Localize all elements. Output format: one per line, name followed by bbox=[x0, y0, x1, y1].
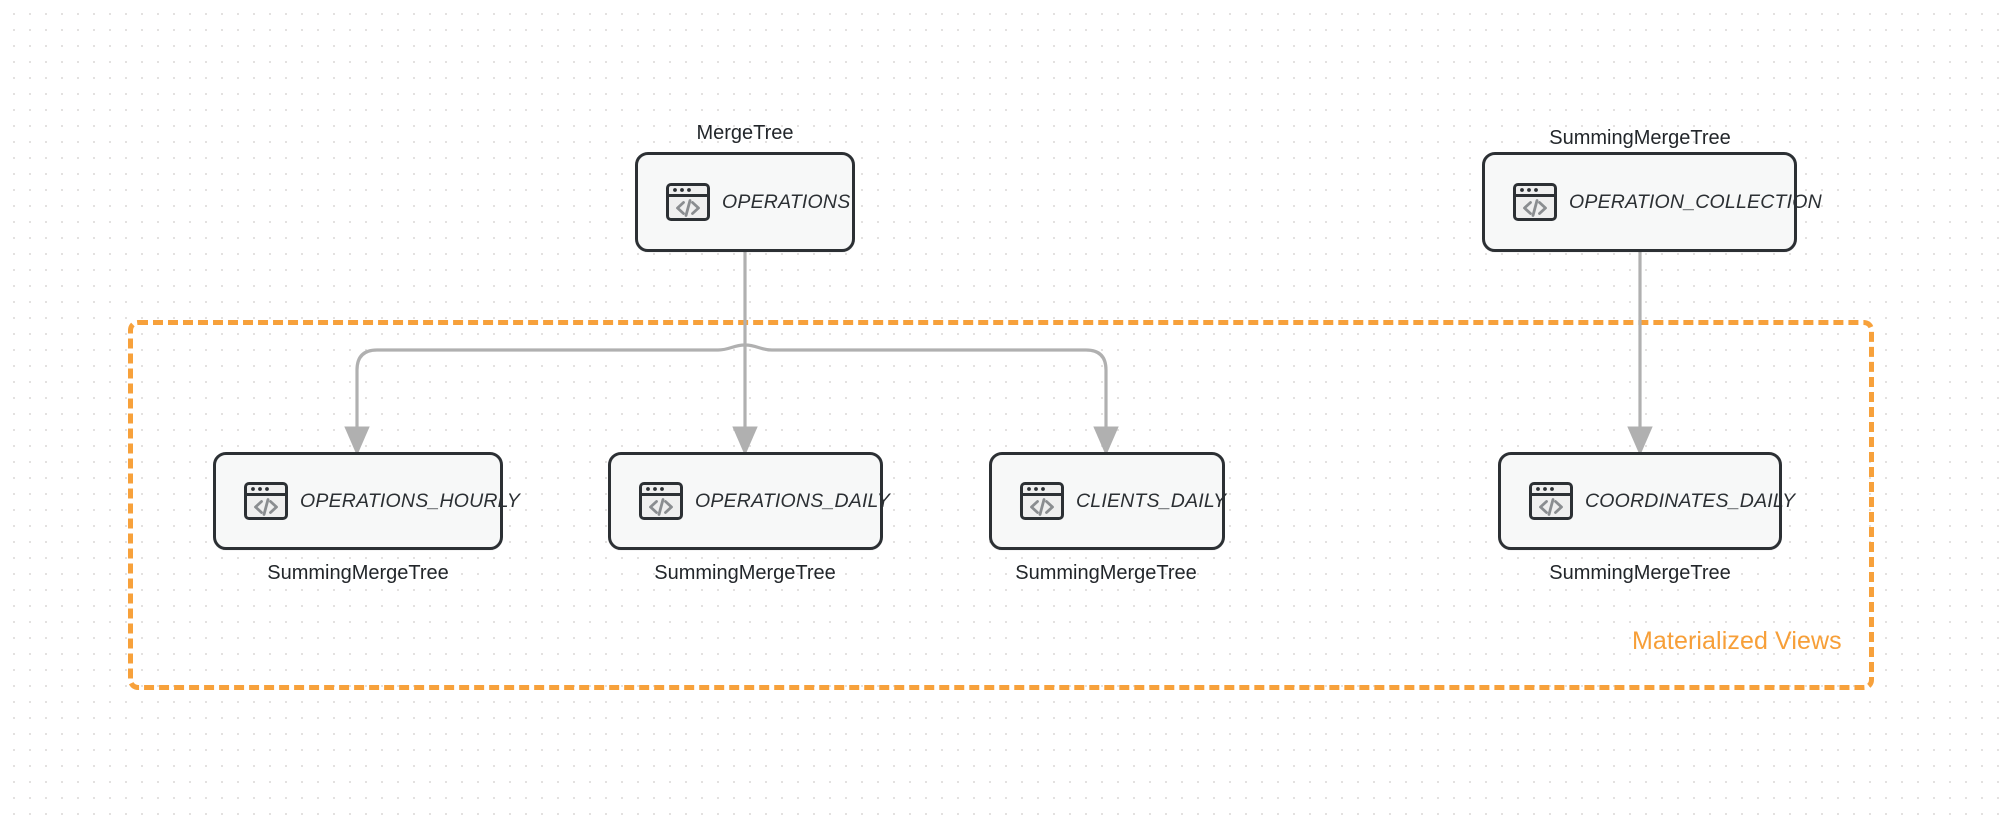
node-operations-hourly-title: OPERATIONS_HOURLY bbox=[300, 489, 521, 512]
caption-operations-hourly-engine: SummingMergeTree bbox=[267, 562, 449, 584]
code-window-icon bbox=[666, 183, 710, 221]
node-coordinates-daily[interactable]: COORDINATES_DAILY bbox=[1498, 452, 1795, 550]
caption-coordinates-daily-engine: SummingMergeTree bbox=[1549, 562, 1731, 584]
caption-operations-daily-engine: SummingMergeTree bbox=[654, 562, 836, 584]
code-window-icon bbox=[1020, 482, 1064, 520]
caption-operation-collection-engine: SummingMergeTree bbox=[1549, 127, 1731, 149]
caption-operations-engine: MergeTree bbox=[696, 122, 794, 144]
node-operations-hourly[interactable]: OPERATIONS_HOURLY bbox=[213, 452, 520, 550]
node-coordinates-daily-title: COORDINATES_DAILY bbox=[1585, 489, 1796, 512]
node-operations-title: OPERATIONS bbox=[722, 190, 851, 213]
code-window-icon bbox=[639, 482, 683, 520]
caption-clients-daily-engine: SummingMergeTree bbox=[1015, 562, 1197, 584]
node-operations-daily[interactable]: OPERATIONS_DAILY bbox=[608, 452, 890, 550]
node-operation-collection[interactable]: OPERATION_COLLECTION bbox=[1482, 152, 1822, 252]
node-operation-collection-title: OPERATION_COLLECTION bbox=[1569, 190, 1822, 213]
node-operations-daily-title: OPERATIONS_DAILY bbox=[695, 489, 891, 512]
materialized-views-group-label: Materialized Views bbox=[1632, 627, 1842, 655]
materialized-views-group bbox=[128, 320, 1874, 690]
code-window-icon bbox=[244, 482, 288, 520]
node-clients-daily-title: CLIENTS_DAILY bbox=[1076, 489, 1227, 512]
node-operations[interactable]: OPERATIONS bbox=[635, 152, 855, 252]
code-window-icon bbox=[1529, 482, 1573, 520]
code-window-icon bbox=[1513, 183, 1557, 221]
node-clients-daily[interactable]: CLIENTS_DAILY bbox=[989, 452, 1226, 550]
